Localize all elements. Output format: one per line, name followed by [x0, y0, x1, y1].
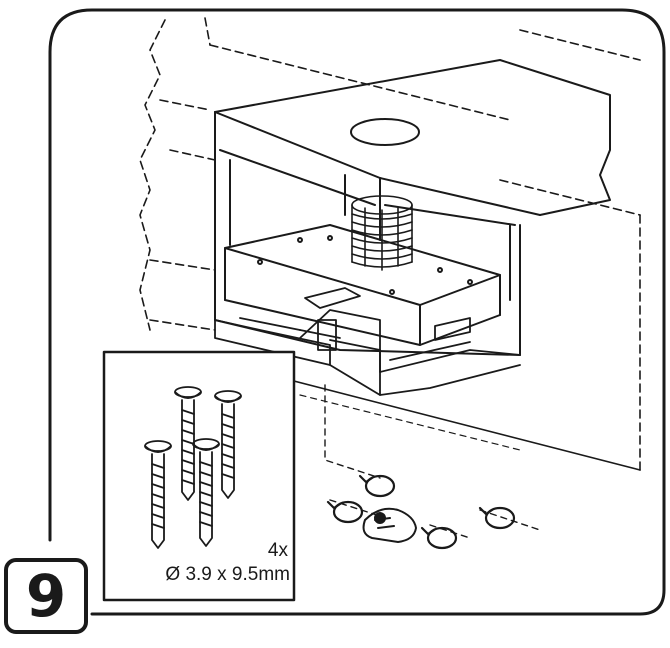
- wall-edge: [289, 379, 641, 471]
- step-badge: 9: [4, 558, 88, 634]
- wall-edge-lower: [299, 394, 521, 451]
- rotation-arrow-icon: [478, 506, 516, 530]
- screw-quantity: 4x: [267, 540, 288, 561]
- screw-icon: [192, 438, 220, 547]
- panel-frame: [48, 8, 666, 616]
- duct-opening: [350, 118, 420, 146]
- mounting-frame: [214, 287, 521, 396]
- screw-icon: [144, 440, 172, 549]
- ceiling-lines: [139, 17, 641, 471]
- insertion-guides: [324, 384, 541, 539]
- screw-icon: [214, 390, 242, 499]
- step-number: 9: [25, 562, 67, 630]
- rotation-arrow-icon: [420, 526, 458, 550]
- rotation-arrow-icon: [358, 474, 396, 498]
- rotation-arrow-icon: [326, 500, 364, 524]
- hood-unit: [224, 224, 501, 346]
- hand-icon: [362, 507, 417, 543]
- screw-size: Ø 3.9 x 9.5mm: [165, 564, 290, 585]
